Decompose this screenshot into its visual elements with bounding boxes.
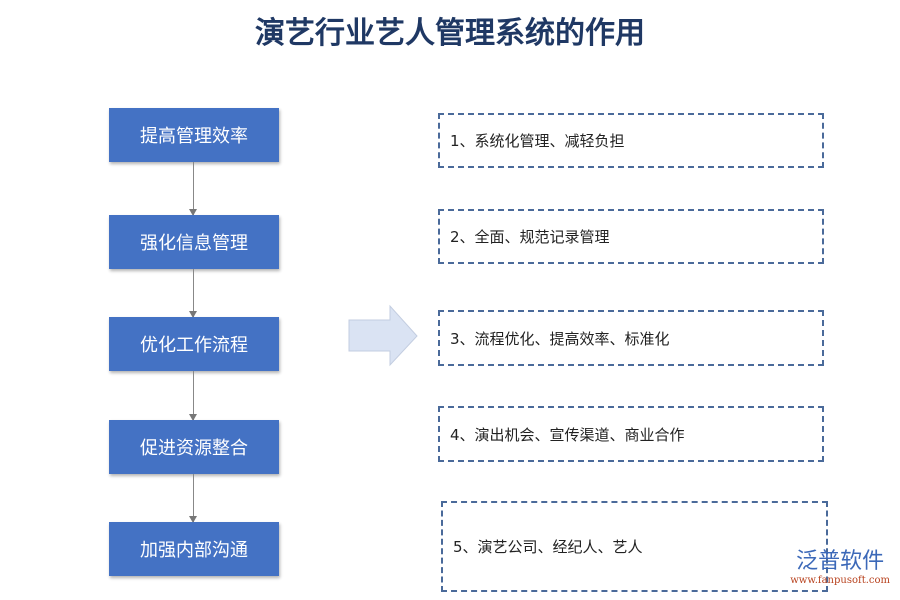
right-arrow-icon bbox=[348, 304, 418, 367]
result-box-3: 3、流程优化、提高效率、标准化 bbox=[438, 310, 824, 366]
step-box-3: 优化工作流程 bbox=[109, 317, 279, 371]
step-box-2: 强化信息管理 bbox=[109, 215, 279, 269]
result-box-2: 2、全面、规范记录管理 bbox=[438, 209, 824, 264]
step-box-5: 加强内部沟通 bbox=[109, 522, 279, 576]
result-box-5: 5、演艺公司、经纪人、艺人 bbox=[441, 501, 828, 592]
result-box-1: 1、系统化管理、减轻负担 bbox=[438, 113, 824, 168]
connector-arrow bbox=[189, 371, 197, 421]
connector-arrow bbox=[189, 269, 197, 318]
step-box-4: 促进资源整合 bbox=[109, 420, 279, 474]
connector-arrow bbox=[189, 162, 197, 216]
fanpusoft-logo: 泛普软件 www.fanpusoft.com bbox=[790, 543, 890, 586]
result-box-4: 4、演出机会、宣传渠道、商业合作 bbox=[438, 406, 824, 462]
page-title: 演艺行业艺人管理系统的作用 bbox=[255, 16, 645, 51]
connector-arrow bbox=[189, 474, 197, 523]
step-box-1: 提高管理效率 bbox=[109, 108, 279, 162]
logo-name: 泛普软件 bbox=[796, 549, 885, 574]
logo-url: www.fanpusoft.com bbox=[790, 575, 890, 586]
